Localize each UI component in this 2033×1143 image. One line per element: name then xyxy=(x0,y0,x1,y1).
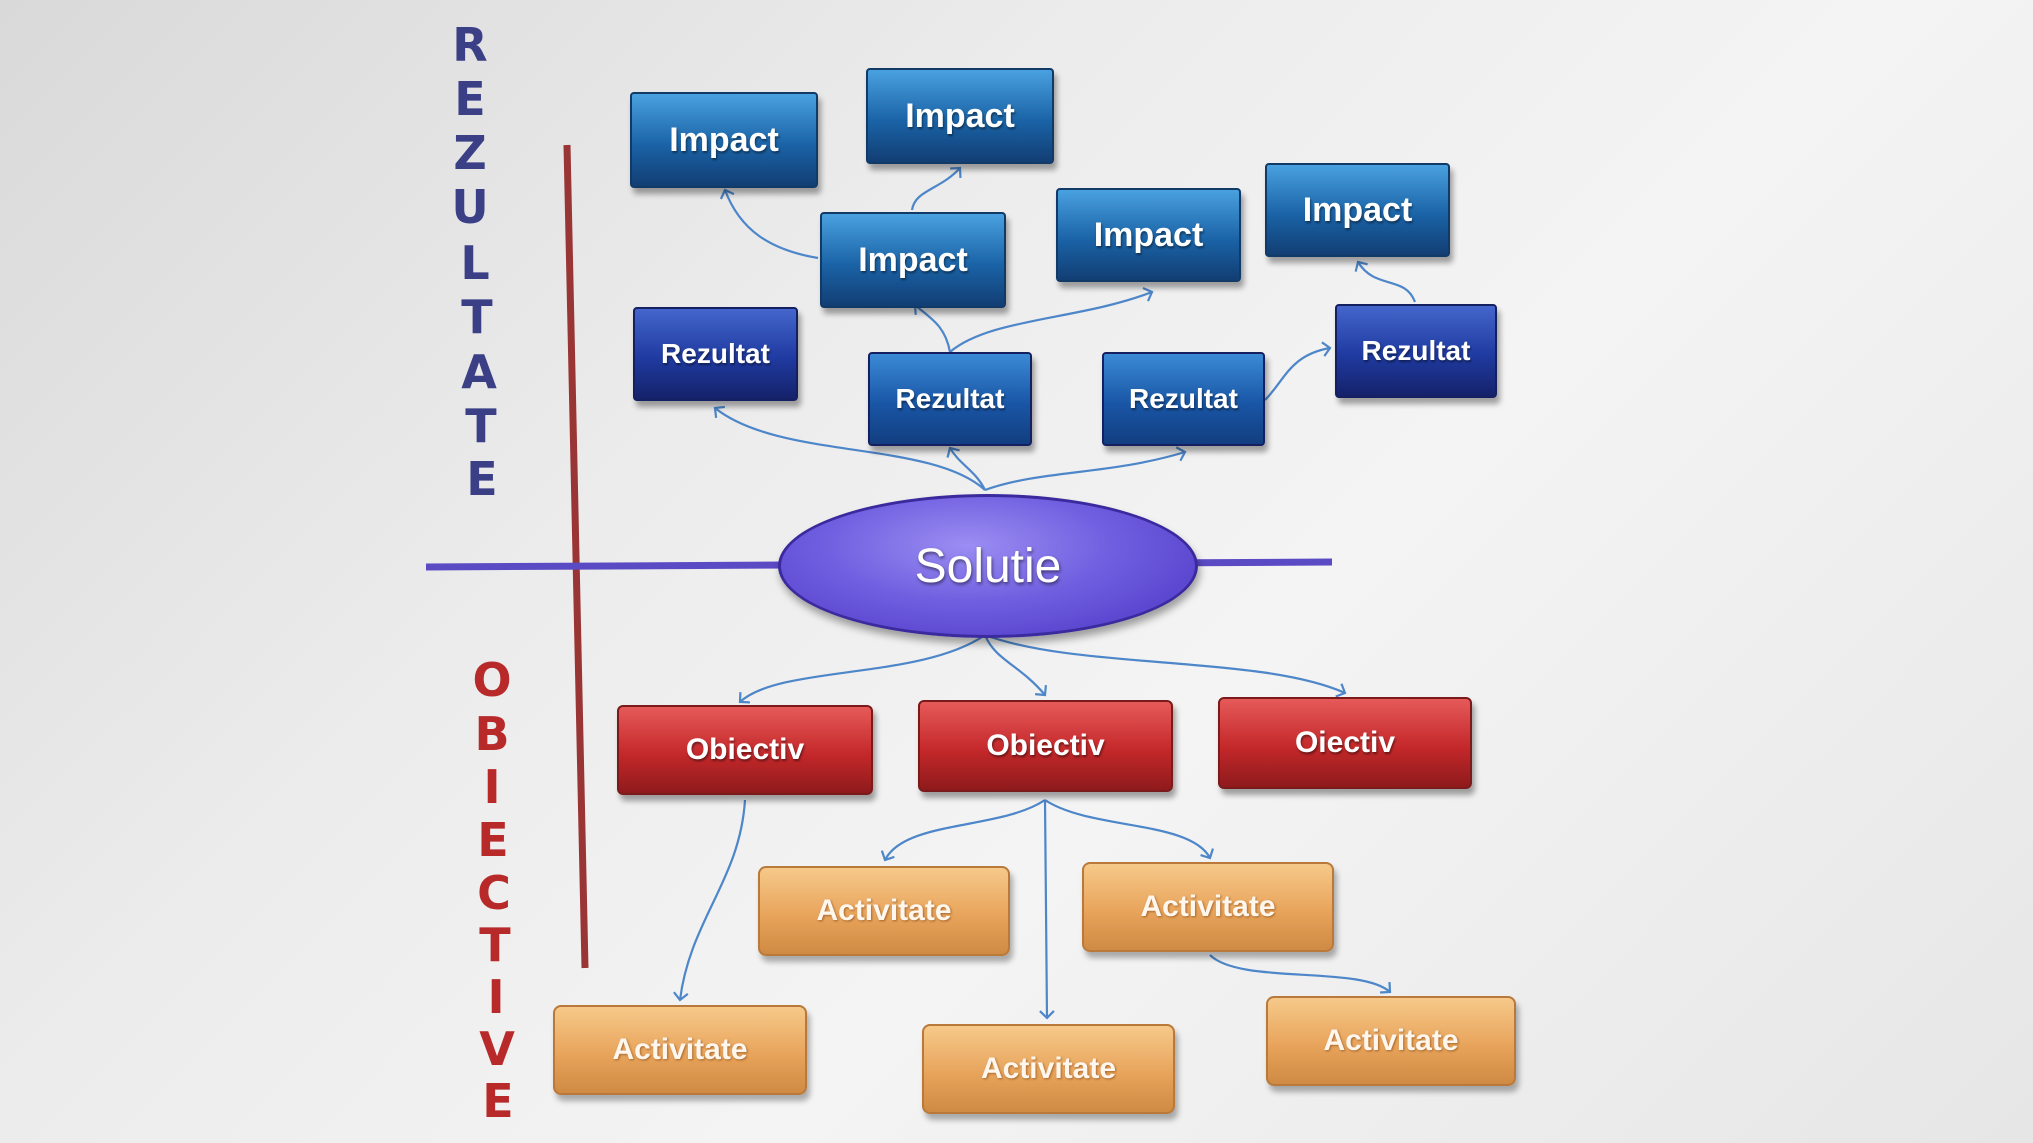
arrow-rezultat3-rezultat4 xyxy=(1264,341,1332,401)
obiective-letter: I xyxy=(483,760,501,814)
activitate-node-5[interactable]: Activitate xyxy=(1266,996,1516,1086)
rezultate-letter: A xyxy=(461,345,497,399)
rezultat-node-4[interactable]: Rezultat xyxy=(1335,304,1497,398)
rezultate-letter: R xyxy=(452,18,488,72)
obiectiv-node-3[interactable]: Oiectiv xyxy=(1218,697,1472,789)
rezultate-letter: L xyxy=(460,236,490,290)
obiective-letter: V xyxy=(479,1022,515,1076)
obiective-letter: B xyxy=(474,707,510,761)
arrow-obiectiv2-activitate-right xyxy=(1044,799,1214,860)
rezultate-letter: Z xyxy=(453,126,487,180)
solutie-node[interactable]: Solutie xyxy=(778,494,1198,638)
activitate-node-2[interactable]: Activitate xyxy=(1082,862,1334,952)
activitate-node-1[interactable]: Activitate xyxy=(758,866,1010,956)
rezultate-letter: E xyxy=(466,452,498,506)
rezultate-letter: E xyxy=(454,72,486,126)
obiective-letter: E xyxy=(477,813,509,867)
rezultate-letter: U xyxy=(451,180,489,234)
impact-node-4[interactable]: Impact xyxy=(1056,188,1241,282)
arrow-impact3-impact1 xyxy=(719,188,819,260)
obiectiv-node-2[interactable]: Obiectiv xyxy=(918,700,1173,792)
obiective-letter: O xyxy=(472,653,512,707)
rezultate-letter: T xyxy=(465,399,497,453)
vertical-axis-line xyxy=(563,144,589,969)
rezultate-letter: T xyxy=(461,290,493,344)
obiective-letter: T xyxy=(479,918,511,972)
impact-node-3[interactable]: Impact xyxy=(820,212,1006,308)
arrow-solutie-obiectiv-3 xyxy=(984,633,1347,698)
rezultat-node-2[interactable]: Rezultat xyxy=(868,352,1032,446)
arrow-impact3-impact2 xyxy=(910,166,962,211)
obiective-letter: E xyxy=(482,1074,514,1128)
rezultat-node-3[interactable]: Rezultat xyxy=(1102,352,1265,446)
impact-node-2[interactable]: Impact xyxy=(866,68,1054,164)
arrow-activitate-activitate xyxy=(1209,954,1392,994)
obiective-letter: I xyxy=(487,970,505,1024)
obiectiv-node-1[interactable]: Obiectiv xyxy=(617,705,873,795)
arrow-solutie-obiectiv-1 xyxy=(738,634,986,704)
rezultat-node-1[interactable]: Rezultat xyxy=(633,307,798,401)
arrow-obiectiv2-activitate-left xyxy=(880,799,1046,862)
activitate-node-4[interactable]: Activitate xyxy=(922,1024,1175,1114)
arrow-solutie-rezultat-2 xyxy=(946,446,986,491)
obiective-letter: C xyxy=(477,866,511,920)
arrow-solutie-obiectiv-2 xyxy=(983,634,1047,697)
arrow-obiectiv1-activitate xyxy=(673,799,747,1002)
arrow-obiectiv2-activitate-bottom xyxy=(1039,799,1055,1020)
activitate-node-3[interactable]: Activitate xyxy=(553,1005,807,1095)
impact-node-1[interactable]: Impact xyxy=(630,92,818,188)
arrow-rezultat4-impact-5 xyxy=(1354,260,1417,303)
arrow-rezultat-impact-1 xyxy=(913,303,952,353)
arrow-solutie-rezultat-3 xyxy=(984,446,1187,492)
impact-node-5[interactable]: Impact xyxy=(1265,163,1450,257)
